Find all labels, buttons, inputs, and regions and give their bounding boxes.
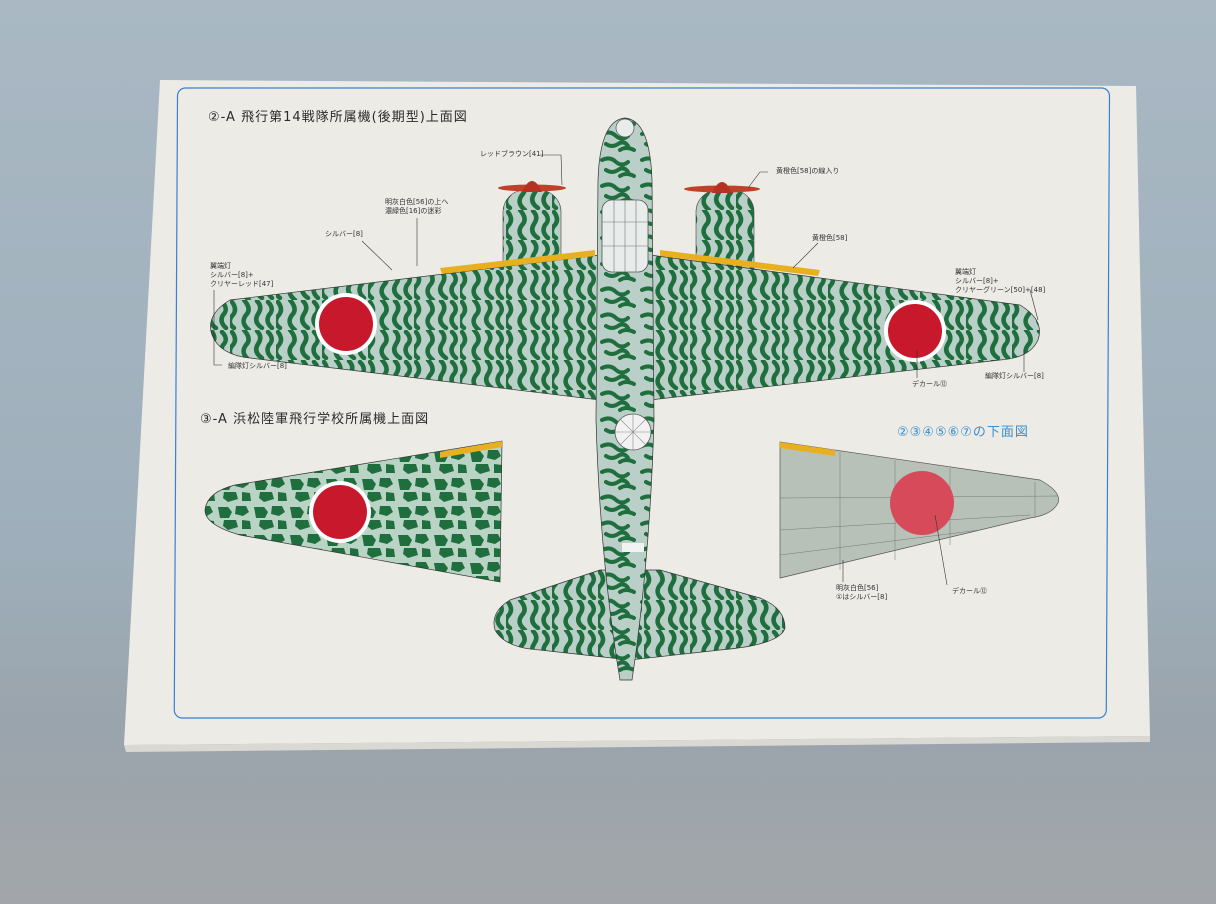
hinomaru-underside	[890, 471, 954, 535]
callout-decal-under: デカール⑫	[952, 587, 987, 595]
callout-right-wingtip-light: 翼端灯 シルバー[8]+ クリヤーグリーン[50]+[48]	[955, 268, 1046, 294]
callout-propeller-tip: 黄橙色[58]の線入り	[776, 167, 840, 175]
aircraft-top-view	[210, 117, 1040, 681]
callout-propeller: レッドブラウン[41]	[480, 150, 544, 158]
callout-right-formation-light: 編隊灯シルバー[8]	[985, 372, 1044, 380]
callout-decal-top: デカール⑫	[912, 380, 947, 388]
left-spinner	[522, 181, 542, 192]
callout-underside-color: 明灰白色[56] ①はシルバー[8]	[836, 584, 888, 601]
callout-leading-edge: 黄橙色[58]	[812, 234, 848, 242]
callout-silver: シルバー[8]	[325, 230, 363, 238]
left-wing	[210, 254, 601, 401]
right-wing	[649, 254, 1040, 401]
blue-border	[173, 87, 1111, 719]
aircraft-3a-wing	[204, 440, 503, 583]
title-3a: ③-A 浜松陸軍飛行学校所属機上面図	[200, 412, 430, 427]
title-underside: ②③④⑤⑥⑦の下面図	[897, 425, 1029, 440]
title-2a: ②-A 飛行第14戦隊所属機(後期型)上面図	[208, 110, 468, 125]
callout-left-formation-light: 編隊灯シルバー[8]	[228, 362, 287, 370]
callout-camouflage: 明灰白色[56]の上へ 濃緑色[16]の迷彩	[385, 198, 449, 215]
underside-wing	[779, 441, 1059, 579]
callout-left-wingtip-light: 翼端灯 シルバー[8]+ クリヤーレッド[47]	[210, 262, 274, 288]
right-spinner	[712, 182, 732, 193]
